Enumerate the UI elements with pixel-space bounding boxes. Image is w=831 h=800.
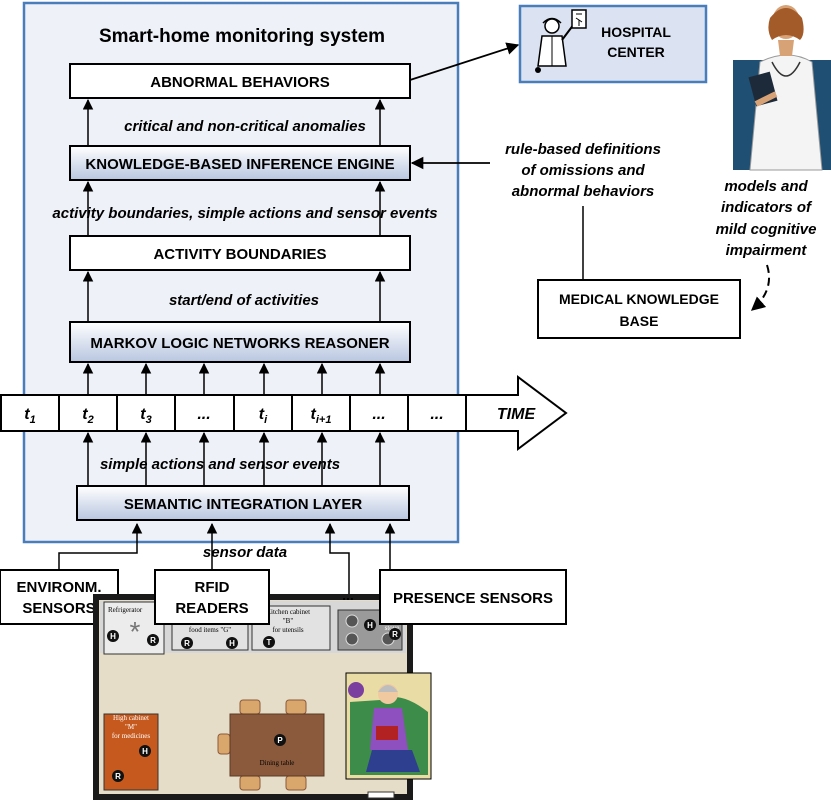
high-cabinet-label-3: for medicines [112,732,151,740]
doctor-icon [535,9,587,73]
arrow-to-hospital [409,42,520,81]
time-arrow [0,375,568,451]
start-end-label: start/end of activities [169,292,319,309]
rfid-readers-box [154,569,270,625]
high-cabinet-label-1: High cabinet [113,714,149,722]
rfid-label-line2: READERS [175,600,248,617]
timeline-dividers [58,395,467,431]
activity-boundaries-label: ACTIVITY BOUNDARIES [153,246,326,263]
inference-engine-label: KNOWLEDGE-BASED INFERENCE ENGINE [85,156,394,173]
boundaries-events-label: activity boundaries, simple actions and … [52,205,437,222]
presence-sensors-label: PRESENCE SENSORS [393,590,553,607]
stove-label: stove [385,624,400,632]
markov-reasoner-label: MARKOV LOGIC NETWORKS REASONER [90,335,389,352]
timeline-cell-1: t1 [24,406,35,426]
system-title: Smart-home monitoring system [99,26,385,47]
sensor-marker-letter-3: R [184,639,190,648]
elderly-woman-illustration [345,672,432,780]
timeline-cell-3: t3 [140,406,151,426]
dining-chairs [217,699,307,791]
sensor-marker-6 [364,619,376,631]
dashed-arrow-models-to-medical [750,264,771,311]
sensor-marker-8 [274,734,286,746]
sensor-marker-1 [107,630,119,642]
markov-reasoner-box [69,321,411,363]
simple-actions-label: simple actions and sensor events [100,456,340,473]
high-cabinet-label-2: "M" [125,723,137,731]
sensor-marker-letter-9: H [142,747,148,756]
abnormal-behaviors-label: ABNORMAL BEHAVIORS [150,74,329,91]
kitchen-cabinet-label-3: for utensils [272,626,304,634]
sensor-connectors [58,522,396,598]
sensor-marker-letter-6: H [367,621,373,630]
timeline-cell-4: ... [197,406,210,423]
medical-knowledge-base-box [537,279,741,339]
arrows-activity-to-inference [82,180,386,236]
doctor-illustration [733,5,831,171]
timeline-cell-7: ... [372,406,385,423]
ellipsis-marker: ... [342,587,354,603]
semantic-integration-label: SEMANTIC INTEGRATION LAYER [124,496,363,513]
arrows-markov-to-activity [82,270,386,322]
rules-label-line2: of omissions and [521,162,645,179]
sensor-marker-7 [389,628,401,640]
food-items-label: food items "G" [189,626,231,634]
sensor-marker-letter-10: R [115,772,121,781]
sensor-marker-4 [226,637,238,649]
arrows-semantic-to-timeline [82,431,386,486]
models-label-line2: indicators of [721,199,813,216]
hospital-label-line2: CENTER [607,44,665,60]
sensor-marker-letter-7: R [392,630,398,639]
kitchen-cabinet-label-2: "B" [283,617,294,625]
sensor-data-label: sensor data [203,544,287,561]
semantic-integration-box [76,485,410,521]
env-sensors-label-line1: ENVIRONM. [16,579,101,596]
rfid-label-line1: RFID [195,579,230,596]
kitchen-cabinet-label-1: Kitchen cabinet [266,608,310,616]
refrigerator-label: Refrigerator [108,606,143,614]
sensor-marker-letter-4: H [229,639,235,648]
env-sensors-label-line2: SENSORS [22,600,95,617]
presence-sensors-box [379,569,567,625]
anomalies-label: critical and non-critical anomalies [124,118,366,135]
models-label-line1: models and [724,178,808,195]
timeline-cell-8: ... [430,406,443,423]
sensor-marker-10 [112,770,124,782]
sensor-marker-letter-8: P [277,736,283,745]
inference-engine-box [69,145,411,181]
dining-table-label: Dining table [260,759,295,767]
sensor-marker-letter-1: H [110,632,116,641]
asterisk-icon: * [130,616,141,647]
time-label: TIME [497,406,537,423]
sensor-marker-letter-5: T [267,638,272,647]
medical-kb-label-line2: BASE [620,313,659,329]
arrows-inference-to-abnormal [82,98,386,146]
timeline-cell-6: ti+1 [311,406,332,426]
dining-table [229,713,325,777]
sensor-marker-letter-2: R [150,636,156,645]
sensor-marker-3 [181,637,193,649]
models-label-line3: mild cognitive [716,221,817,238]
sensor-marker-9 [139,745,151,757]
medical-kb-label-line1: MEDICAL KNOWLEDGE [559,291,719,307]
activity-boundaries-box [69,235,411,271]
timeline-cell-2: t2 [82,406,93,426]
abnormal-behaviors-box [69,63,411,99]
rules-label-line3: abnormal behaviors [512,183,655,200]
sensor-marker-2 [147,634,159,646]
arrows-timeline-to-markov [82,362,386,395]
hospital-label-line1: HOSPITAL [601,24,671,40]
sensor-marker-5 [263,636,275,648]
timeline-cell-5: ti [259,406,268,426]
models-label-line4: impairment [726,242,808,259]
rules-label-line1: rule-based definitions [505,141,661,158]
door [367,791,395,799]
